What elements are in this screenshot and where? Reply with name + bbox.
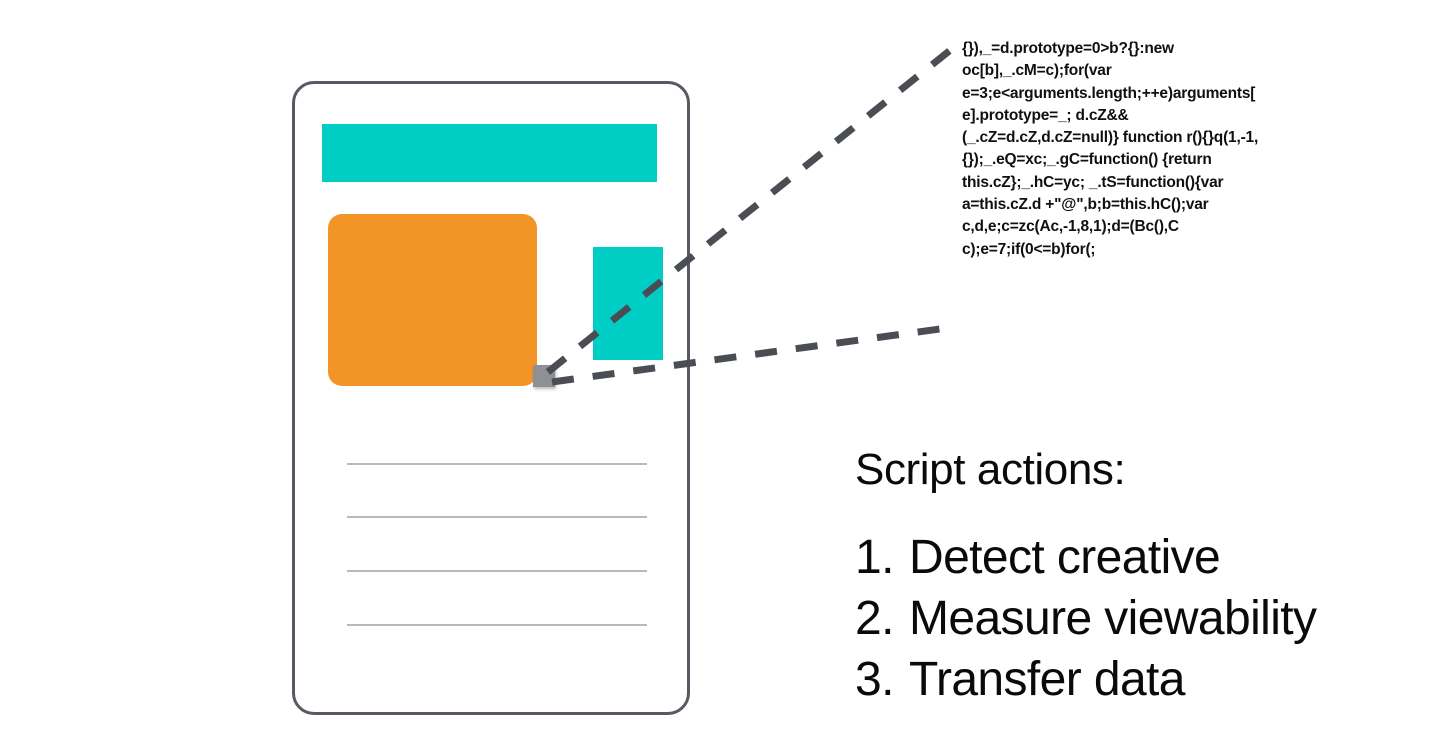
script-actions-panel: Script actions: 1. Detect creative 2. Meas… [855,443,1415,710]
content-line [347,516,647,518]
script-action-item-2: 2. Measure viewability [855,588,1415,649]
content-line [347,463,647,465]
measurement-script-marker [533,365,555,387]
creative-ad-block [328,214,537,386]
script-actions-title: Script actions: [855,445,1126,494]
script-code-snippet: {}),_=d.prototype=0>b?{}:new oc[b],_.cM=… [962,40,1263,258]
script-action-number: 3. [855,653,894,706]
script-action-number: 2. [855,592,894,645]
script-action-item-1: 1. Detect creative [855,527,1415,588]
script-action-label: Measure viewability [909,592,1317,645]
script-actions-list: 1.Detect creative 2.Measure viewability … [855,527,1415,710]
side-ad-block [593,247,663,360]
content-line [347,624,647,626]
script-action-label: Detect creative [909,531,1221,584]
header-banner-block [322,124,657,182]
script-action-label: Transfer data [909,653,1185,706]
script-action-item-3: 3. Transfer data [855,649,1415,710]
content-line [347,570,647,572]
script-action-number: 1. [855,531,894,584]
